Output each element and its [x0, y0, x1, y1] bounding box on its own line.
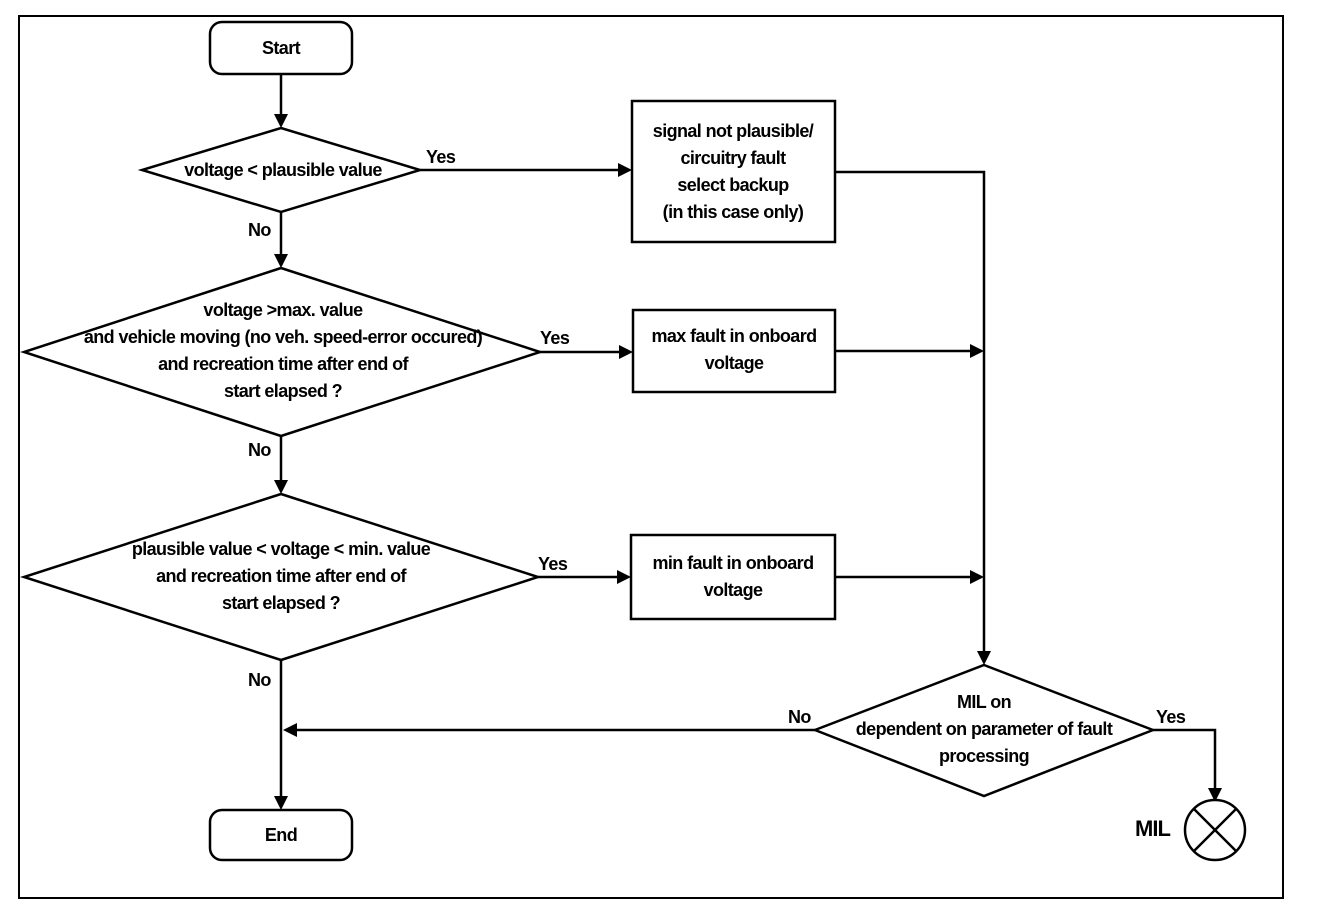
- start-label: Start: [262, 38, 301, 58]
- edge-label-d1-no: No: [248, 220, 271, 240]
- text-line: and recreation time after end of: [156, 566, 407, 586]
- text-line: select backup: [677, 175, 789, 195]
- arrowhead: [618, 163, 632, 177]
- text-line: processing: [939, 746, 1029, 766]
- arrowhead: [283, 723, 297, 737]
- edge-label-d1-yes: Yes: [426, 147, 456, 167]
- edge-label-d3-yes: Yes: [538, 554, 568, 574]
- text-line: and recreation time after end of: [158, 354, 409, 374]
- text-line: voltage: [704, 580, 763, 600]
- arrowhead: [617, 570, 631, 584]
- edge-label-d2-no: No: [248, 440, 271, 460]
- action-signal-not-plausible-text: signal not plausible/circuitry fault sele…: [653, 121, 814, 222]
- lamp-label: MIL: [1135, 816, 1170, 841]
- action-min-fault: [629, 533, 837, 621]
- arrowhead: [619, 345, 633, 359]
- arrowhead: [274, 114, 288, 128]
- edge-label-d3-no: No: [248, 670, 271, 690]
- action-signal-not-plausible: [630, 99, 837, 244]
- text-line: plausible value < voltage < min. value: [132, 539, 431, 559]
- end-terminal: [208, 808, 354, 862]
- connectors: [274, 74, 1222, 810]
- text-line: signal not plausible/: [653, 121, 814, 141]
- edge-label-d2-yes: Yes: [540, 328, 570, 348]
- text-line: start elapsed ?: [222, 593, 340, 613]
- decision-plausible-value-text: voltage < plausible value: [184, 160, 382, 180]
- end-label: End: [265, 825, 297, 845]
- text-line: and vehicle moving (no veh. speed-error …: [84, 327, 483, 347]
- arrowhead: [977, 651, 991, 665]
- action-max-fault: [631, 308, 837, 394]
- decision-mil-on-text: MIL on dependent on parameter of fault pro…: [856, 692, 1113, 766]
- text-line: MIL on: [957, 692, 1011, 712]
- arrowhead: [1208, 788, 1222, 802]
- decision-mil-on: [811, 663, 1157, 798]
- decision-max-value: [19, 266, 545, 438]
- edge-mil-yes: [1153, 728, 1217, 790]
- edge-label-mil-yes: Yes: [1156, 707, 1186, 727]
- diagram-frame: [18, 15, 1284, 899]
- decision-min-value: [19, 492, 543, 662]
- start-terminal: [208, 20, 354, 76]
- edge-a1-mil: [835, 170, 986, 652]
- text-line: voltage >max. value: [203, 300, 363, 320]
- decision-plausible-value: [137, 126, 425, 214]
- decision-min-value-text: plausible value < voltage < min. value an…: [132, 539, 431, 613]
- text-line: circuitry fault: [680, 148, 786, 168]
- action-max-fault-text: max fault in onboard voltage: [651, 326, 816, 373]
- decision-max-value-text: voltage >max. value and vehicle moving (n…: [84, 300, 483, 401]
- arrowhead: [970, 570, 984, 584]
- action-min-fault-text: min fault in onboard voltage: [653, 553, 814, 600]
- arrowhead: [970, 344, 984, 358]
- arrowhead: [274, 254, 288, 268]
- edge-label-mil-no: No: [788, 707, 811, 727]
- text-line: max fault in onboard: [651, 326, 816, 346]
- arrowhead: [274, 796, 288, 810]
- text-line: (in this case only): [663, 202, 804, 222]
- warning-lamp-icon: [1183, 798, 1247, 862]
- text-line: start elapsed ?: [224, 381, 342, 401]
- arrowhead: [274, 480, 288, 494]
- text-line: dependent on parameter of fault: [856, 719, 1113, 739]
- text-line: min fault in onboard: [653, 553, 814, 573]
- text-line: voltage < plausible value: [184, 160, 382, 180]
- text-line: voltage: [705, 353, 764, 373]
